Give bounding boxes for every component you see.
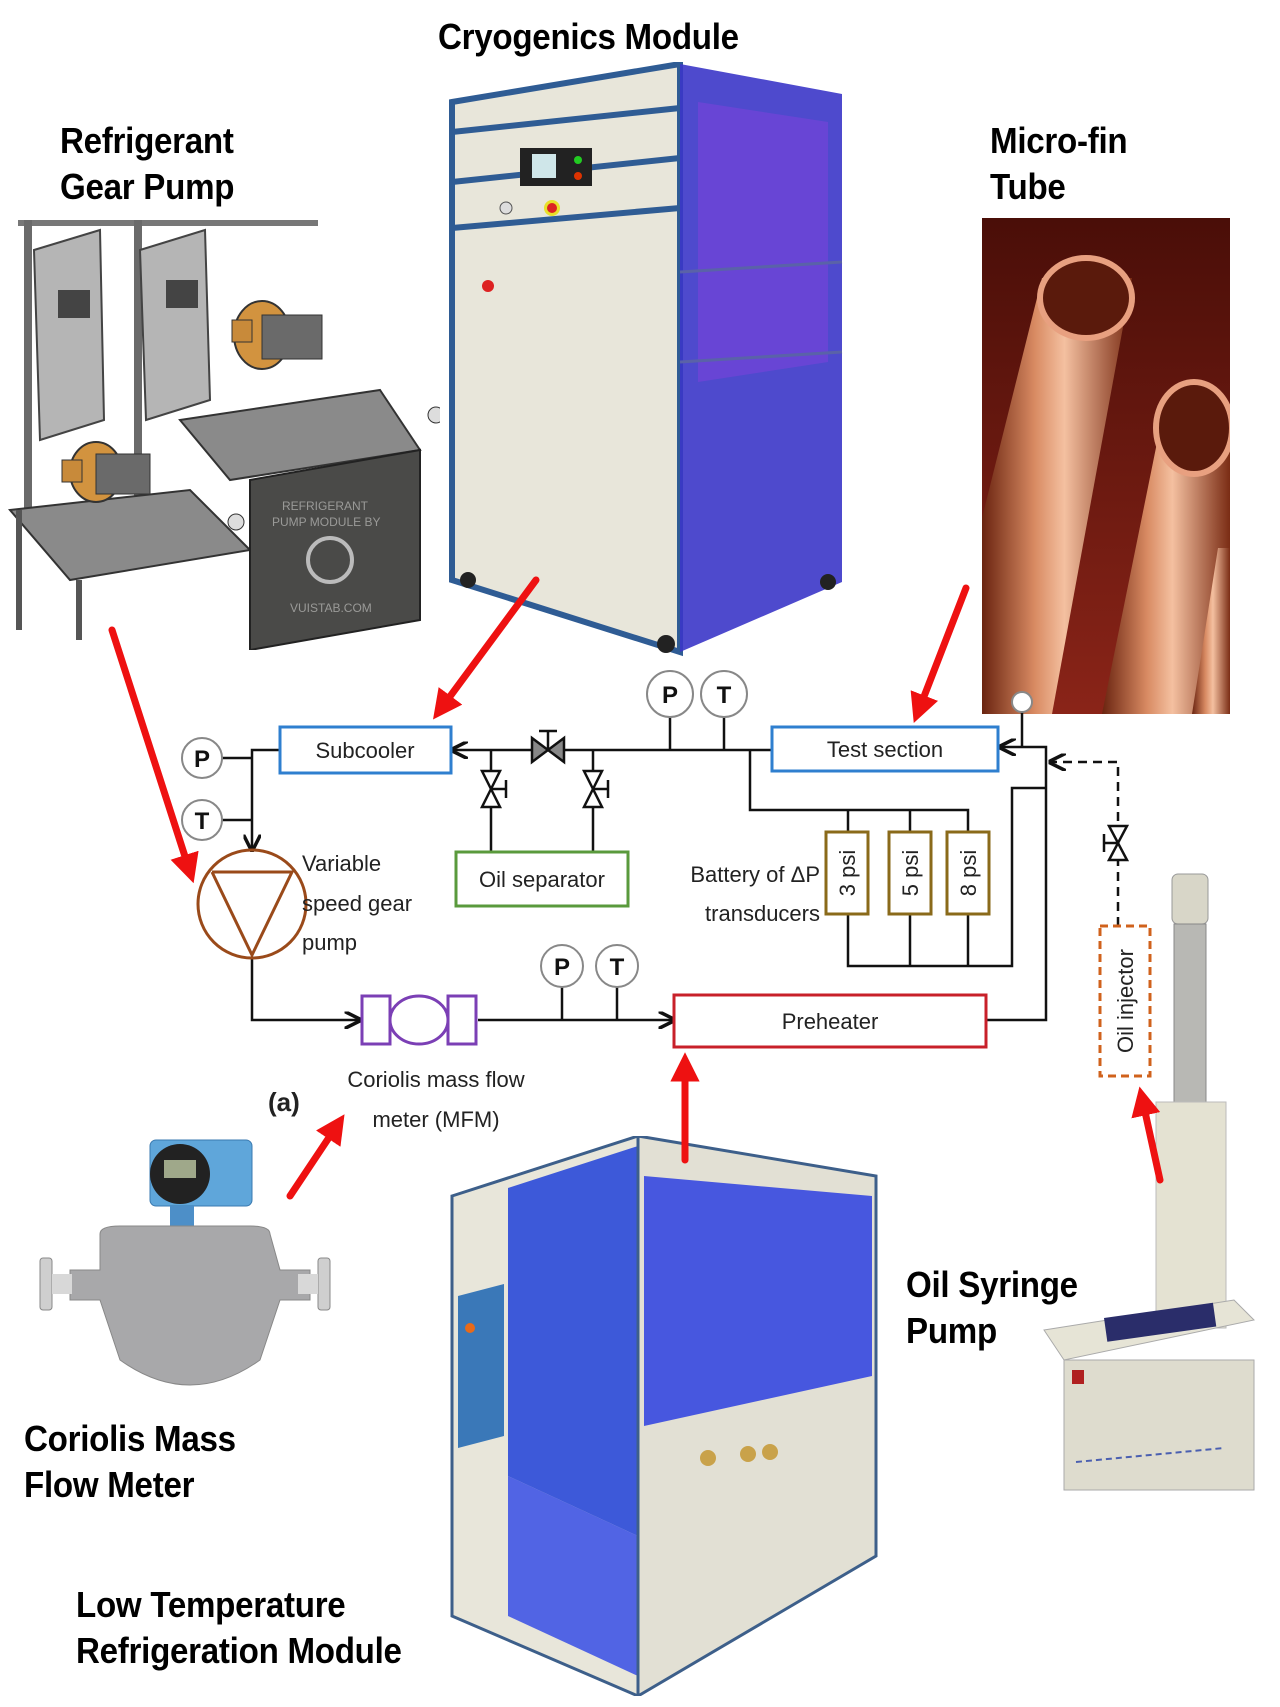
callout-arrow-oil-syringe	[1131, 1086, 1164, 1184]
mfm-label-line: meter (MFM)	[372, 1107, 499, 1132]
caption-line: Refrigeration Module	[76, 1630, 402, 1671]
temperature-sensor-preheater-inlet[interactable]: T	[595, 944, 639, 988]
low-temperature-refrigeration-module-image	[450, 1136, 878, 1696]
coriolis-mfm-symbol[interactable]	[360, 994, 478, 1046]
callout-arrow-coriolis	[286, 1114, 345, 1200]
pipe-subcooler-to-pump	[252, 748, 280, 850]
micro-fin-tube-image	[982, 218, 1230, 714]
oil-injector-box[interactable]: Oil injector	[1098, 924, 1152, 1078]
valve-oilsep-right[interactable]	[581, 769, 610, 809]
panel-label: (a)	[268, 1087, 300, 1117]
pressure-sensor-inlet[interactable]: P	[181, 737, 223, 779]
preheater-box[interactable]: Preheater	[672, 993, 988, 1049]
subcooler-label: Subcooler	[315, 738, 414, 763]
engraving-line: PUMP MODULE BY	[272, 515, 380, 529]
valve-main[interactable]	[530, 729, 566, 765]
pressure-sensor-test-outlet[interactable]: P	[646, 670, 694, 718]
pressure-sensor-preheater-inlet[interactable]: P	[540, 944, 584, 988]
caption-line: Coriolis Mass	[24, 1418, 236, 1459]
dp-transducer-8psi[interactable]: 8 psi	[945, 830, 991, 916]
caption-line: Pump	[906, 1310, 997, 1351]
caption-refrigerant-gear-pump: Refrigerant Gear Pump	[60, 118, 234, 210]
caption-line: Refrigerant	[60, 120, 234, 161]
callout-arrow-micro-fin	[910, 584, 970, 723]
caption-line: Gear Pump	[60, 166, 235, 207]
engraving-line: REFRIGERANT	[282, 499, 369, 513]
caption-oil-syringe-pump: Oil Syringe Pump	[906, 1262, 1078, 1354]
caption-coriolis-mass-flow-meter: Coriolis Mass Flow Meter	[24, 1416, 236, 1508]
dp-battery-label-line: transducers	[705, 901, 820, 926]
test-section-label: Test section	[827, 737, 943, 762]
oil-separator-label: Oil separator	[479, 867, 605, 892]
callout-arrow-gear-pump	[108, 626, 199, 884]
test-section-box[interactable]: Test section	[770, 725, 1000, 773]
gear-pump-symbol[interactable]	[196, 848, 308, 960]
pipe-dp-top	[748, 750, 970, 832]
valve-oil-injection[interactable]	[1102, 824, 1130, 862]
cryogenics-module-image	[449, 62, 843, 657]
preheater-label: Preheater	[782, 1009, 879, 1034]
temperature-sensor-test-outlet[interactable]: T	[700, 670, 748, 718]
caption-line: Micro-fin	[990, 120, 1128, 161]
temperature-sensor-inlet[interactable]: T	[181, 799, 223, 841]
pipe-pump-to-mfm	[250, 958, 360, 1020]
sensor-letter: P	[662, 682, 678, 709]
callout-arrow-cryogenics	[433, 576, 540, 720]
dp-transducer-5psi[interactable]: 5 psi	[887, 830, 933, 916]
oil-separator-box[interactable]: Oil separator	[454, 850, 630, 908]
sensor-letter: P	[554, 954, 570, 981]
subcooler-box[interactable]: Subcooler	[278, 725, 453, 775]
caption-micro-fin-tube: Micro-fin Tube	[990, 118, 1128, 210]
valve-oilsep-left[interactable]	[479, 769, 508, 809]
oil-injector-label: Oil injector	[1113, 949, 1138, 1053]
caption-line: Low Temperature	[76, 1584, 346, 1625]
pump-label-line: pump	[302, 930, 357, 955]
engraving-line: VUISTAB.COM	[290, 601, 372, 615]
dp-transducer-label: 3 psi	[835, 850, 860, 896]
pump-label-line: speed gear	[302, 891, 412, 916]
dp-battery-label-line: Battery of ΔP	[690, 862, 820, 887]
pipes	[222, 712, 1120, 1020]
refrigerant-gear-pump-image: REFRIGERANT PUMP MODULE BY VUISTAB.COM	[8, 220, 440, 650]
sensor-letter: T	[195, 808, 210, 835]
dp-transducer-label: 8 psi	[956, 850, 981, 896]
caption-line: Tube	[990, 166, 1066, 207]
caption-line: Flow Meter	[24, 1464, 195, 1505]
pump-label-line: Variable	[302, 851, 381, 876]
sensor-letter: T	[610, 954, 625, 981]
caption-line: Oil Syringe	[906, 1264, 1078, 1305]
pipe-dp-bottom	[846, 786, 1046, 968]
mfm-label-line: Coriolis mass flow	[347, 1067, 524, 1092]
caption-cryogenics-module: Cryogenics Module	[438, 16, 739, 57]
caption-low-temperature-refrigeration-module: Low Temperature Refrigeration Module	[76, 1582, 402, 1674]
dp-transducer-3psi[interactable]: 3 psi	[824, 830, 870, 916]
sensor-test-inlet-partial	[1011, 691, 1033, 713]
oil-syringe-pump-image	[1043, 873, 1256, 1491]
dp-transducer-label: 5 psi	[898, 850, 923, 896]
sensor-letter: P	[194, 746, 210, 773]
coriolis-mass-flow-meter-image	[39, 1139, 331, 1386]
sensor-letter: T	[717, 682, 732, 709]
